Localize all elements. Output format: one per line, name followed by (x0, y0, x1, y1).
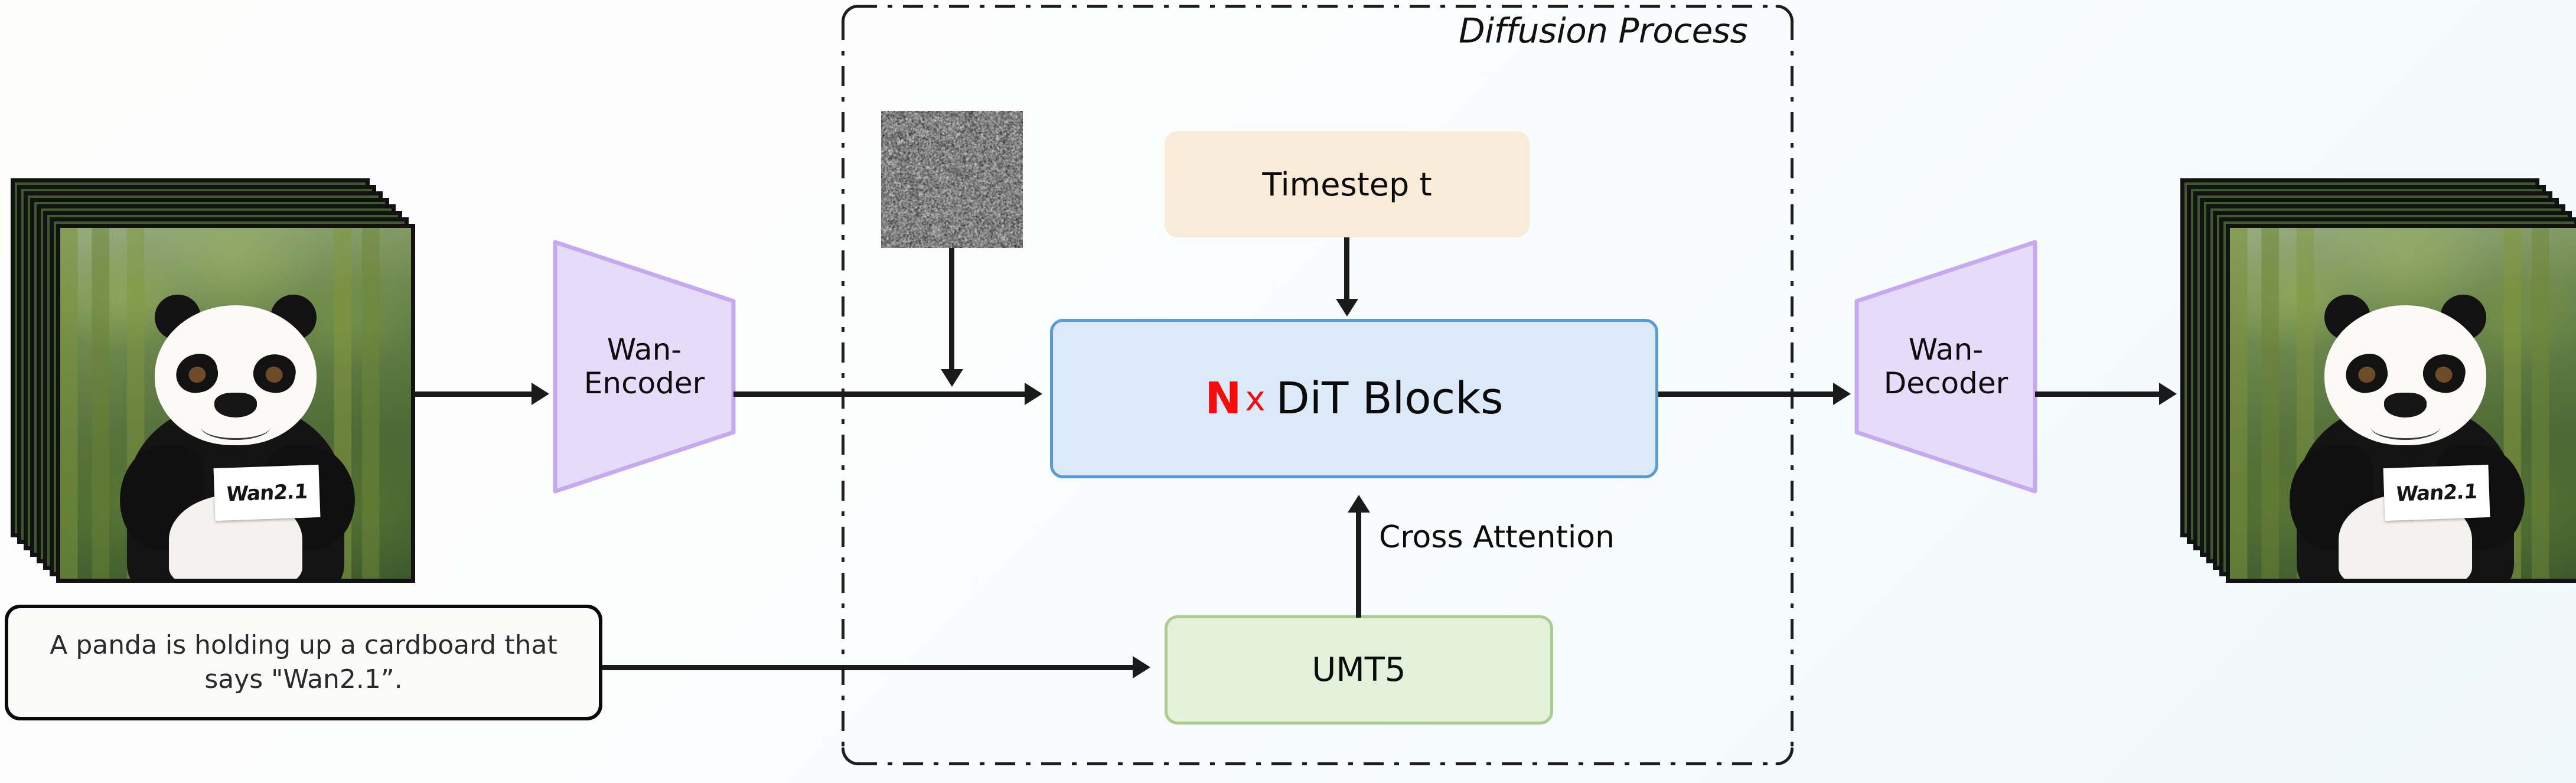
gaussian-noise-patch (881, 111, 1023, 248)
cross-attention-label: Cross Attention (1379, 520, 1615, 555)
panda-cardboard-sign: Wan2.1 (2383, 465, 2490, 521)
timestep-box[interactable]: Timestep t (1165, 131, 1530, 237)
arrowhead-umt5-to-dit (1348, 495, 1370, 513)
umt5-text-encoder-box[interactable]: UMT5 (1165, 615, 1553, 725)
panda-illustration: Wan2.1 (2230, 228, 2576, 579)
input-video-frame-stack: Wan2.1 (11, 178, 424, 586)
edge-dit-to-decoder (1658, 392, 1835, 397)
wan-encoder-shape (553, 240, 736, 494)
timestep-label: Timestep t (1262, 166, 1432, 203)
arrowhead-input-to-encoder (531, 383, 549, 405)
arrowhead-encoder-to-dit (1025, 383, 1042, 405)
dit-blocks-box[interactable]: N x DiT Blocks (1050, 319, 1658, 478)
dit-times-symbol: x (1245, 379, 1265, 419)
arrowhead-decoder-to-output (2159, 383, 2177, 405)
edge-timestep-to-dit (1344, 237, 1349, 302)
noise-canvas (881, 111, 1023, 248)
dit-blocks-label: DiT Blocks (1276, 373, 1504, 424)
wan-decoder-block[interactable]: Wan- Decoder (1854, 240, 2037, 494)
edge-prompt-to-umt5 (602, 665, 1135, 670)
arrowhead-prompt-to-umt5 (1133, 656, 1150, 678)
arrowhead-timestep-to-dit (1336, 299, 1358, 317)
umt5-label: UMT5 (1312, 651, 1406, 689)
arrowhead-noise-to-latent (941, 369, 963, 387)
output-video-frame-stack: Wan2.1 (2180, 178, 2576, 586)
cardboard-text: Wan2.1 (226, 479, 308, 506)
dit-repeat-count: N (1205, 373, 1241, 424)
wan-decoder-shape (1854, 240, 2037, 494)
diffusion-process-label: Diffusion Process (1459, 11, 1747, 51)
edge-decoder-to-output (2035, 392, 2163, 397)
edge-encoder-to-dit (733, 392, 1026, 397)
panda-illustration: Wan2.1 (60, 228, 411, 579)
wan-encoder-block[interactable]: Wan- Encoder (553, 240, 736, 494)
edge-noise-to-latent (949, 248, 954, 372)
prompt-text: A panda is holding up a cardboard that s… (24, 628, 583, 697)
edge-input-to-encoder (413, 392, 535, 397)
arrowhead-dit-to-decoder (1833, 383, 1851, 405)
video-frame-front: Wan2.1 (2226, 224, 2576, 583)
prompt-text-box[interactable]: A panda is holding up a cardboard that s… (5, 605, 602, 720)
cardboard-text: Wan2.1 (2395, 479, 2478, 506)
panda-cardboard-sign: Wan2.1 (214, 465, 321, 521)
edge-umt5-to-dit (1356, 513, 1361, 618)
video-frame-front: Wan2.1 (56, 224, 415, 583)
